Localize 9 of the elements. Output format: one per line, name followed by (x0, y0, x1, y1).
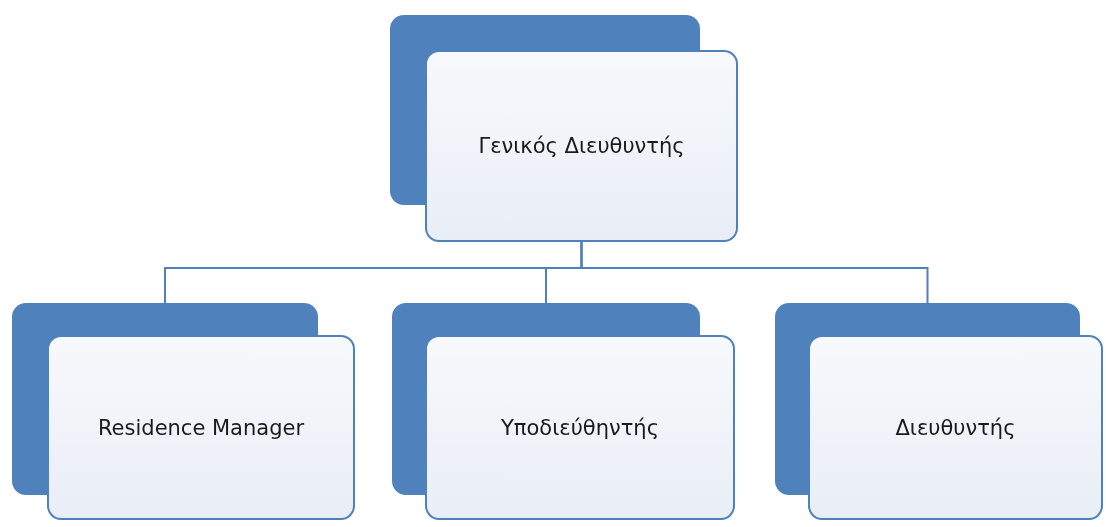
box-label: Υποδιεύθηντής (501, 415, 659, 440)
stacked-box (390, 15, 738, 242)
box-label: Residence Manager (97, 415, 305, 440)
stacked-box (775, 303, 1103, 520)
stacked-box (12, 303, 355, 520)
stacked-box (392, 303, 735, 520)
box-label: Γενικός Διευθυντής (478, 134, 685, 158)
box-label: Διευθυντής (895, 415, 1016, 440)
connector-line (580, 241, 929, 304)
